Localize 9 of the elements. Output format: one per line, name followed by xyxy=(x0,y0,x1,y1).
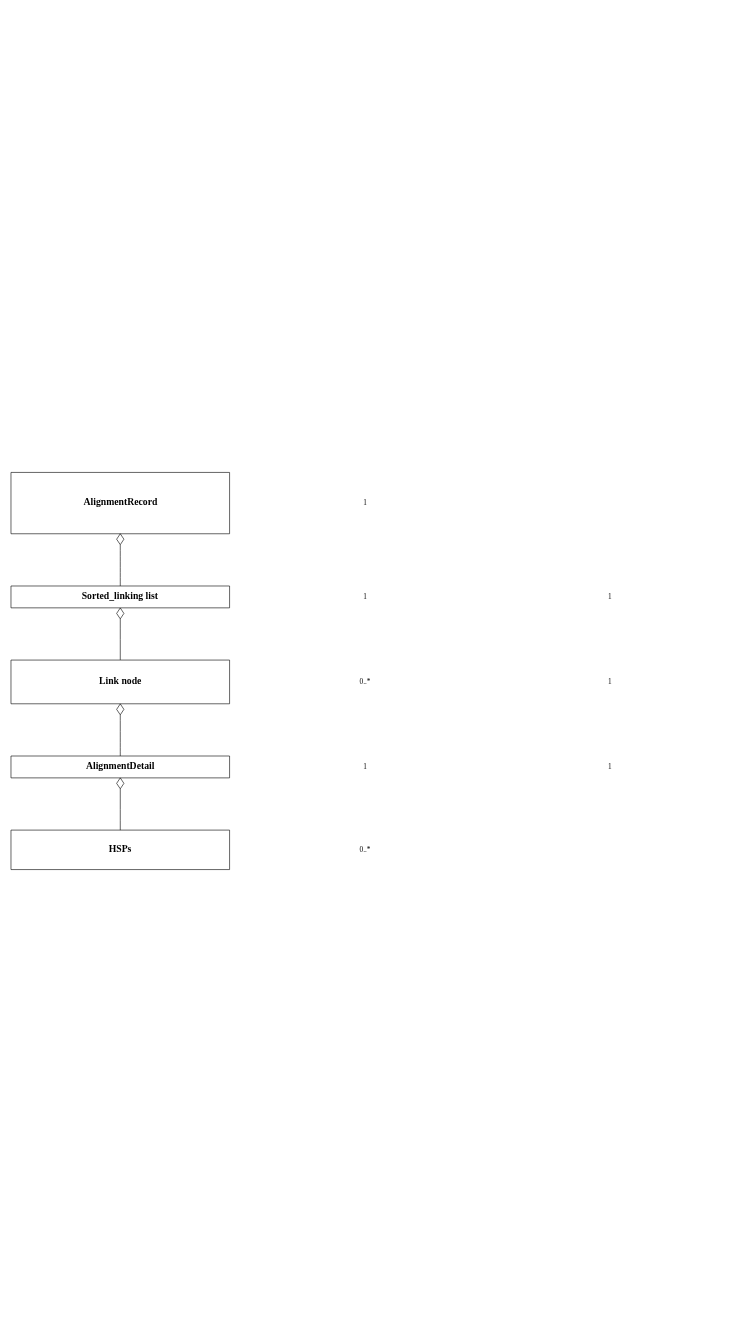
node-box: Link node xyxy=(10,659,230,705)
connector xyxy=(116,777,125,831)
connector xyxy=(116,607,125,661)
connector xyxy=(116,533,125,587)
connector xyxy=(116,703,125,757)
node-box: Sorted_linking list xyxy=(10,585,230,609)
node-box: HSPs xyxy=(10,829,230,870)
node-box: AlignmentRecord xyxy=(10,472,230,535)
node-box: AlignmentDetail xyxy=(10,755,230,779)
